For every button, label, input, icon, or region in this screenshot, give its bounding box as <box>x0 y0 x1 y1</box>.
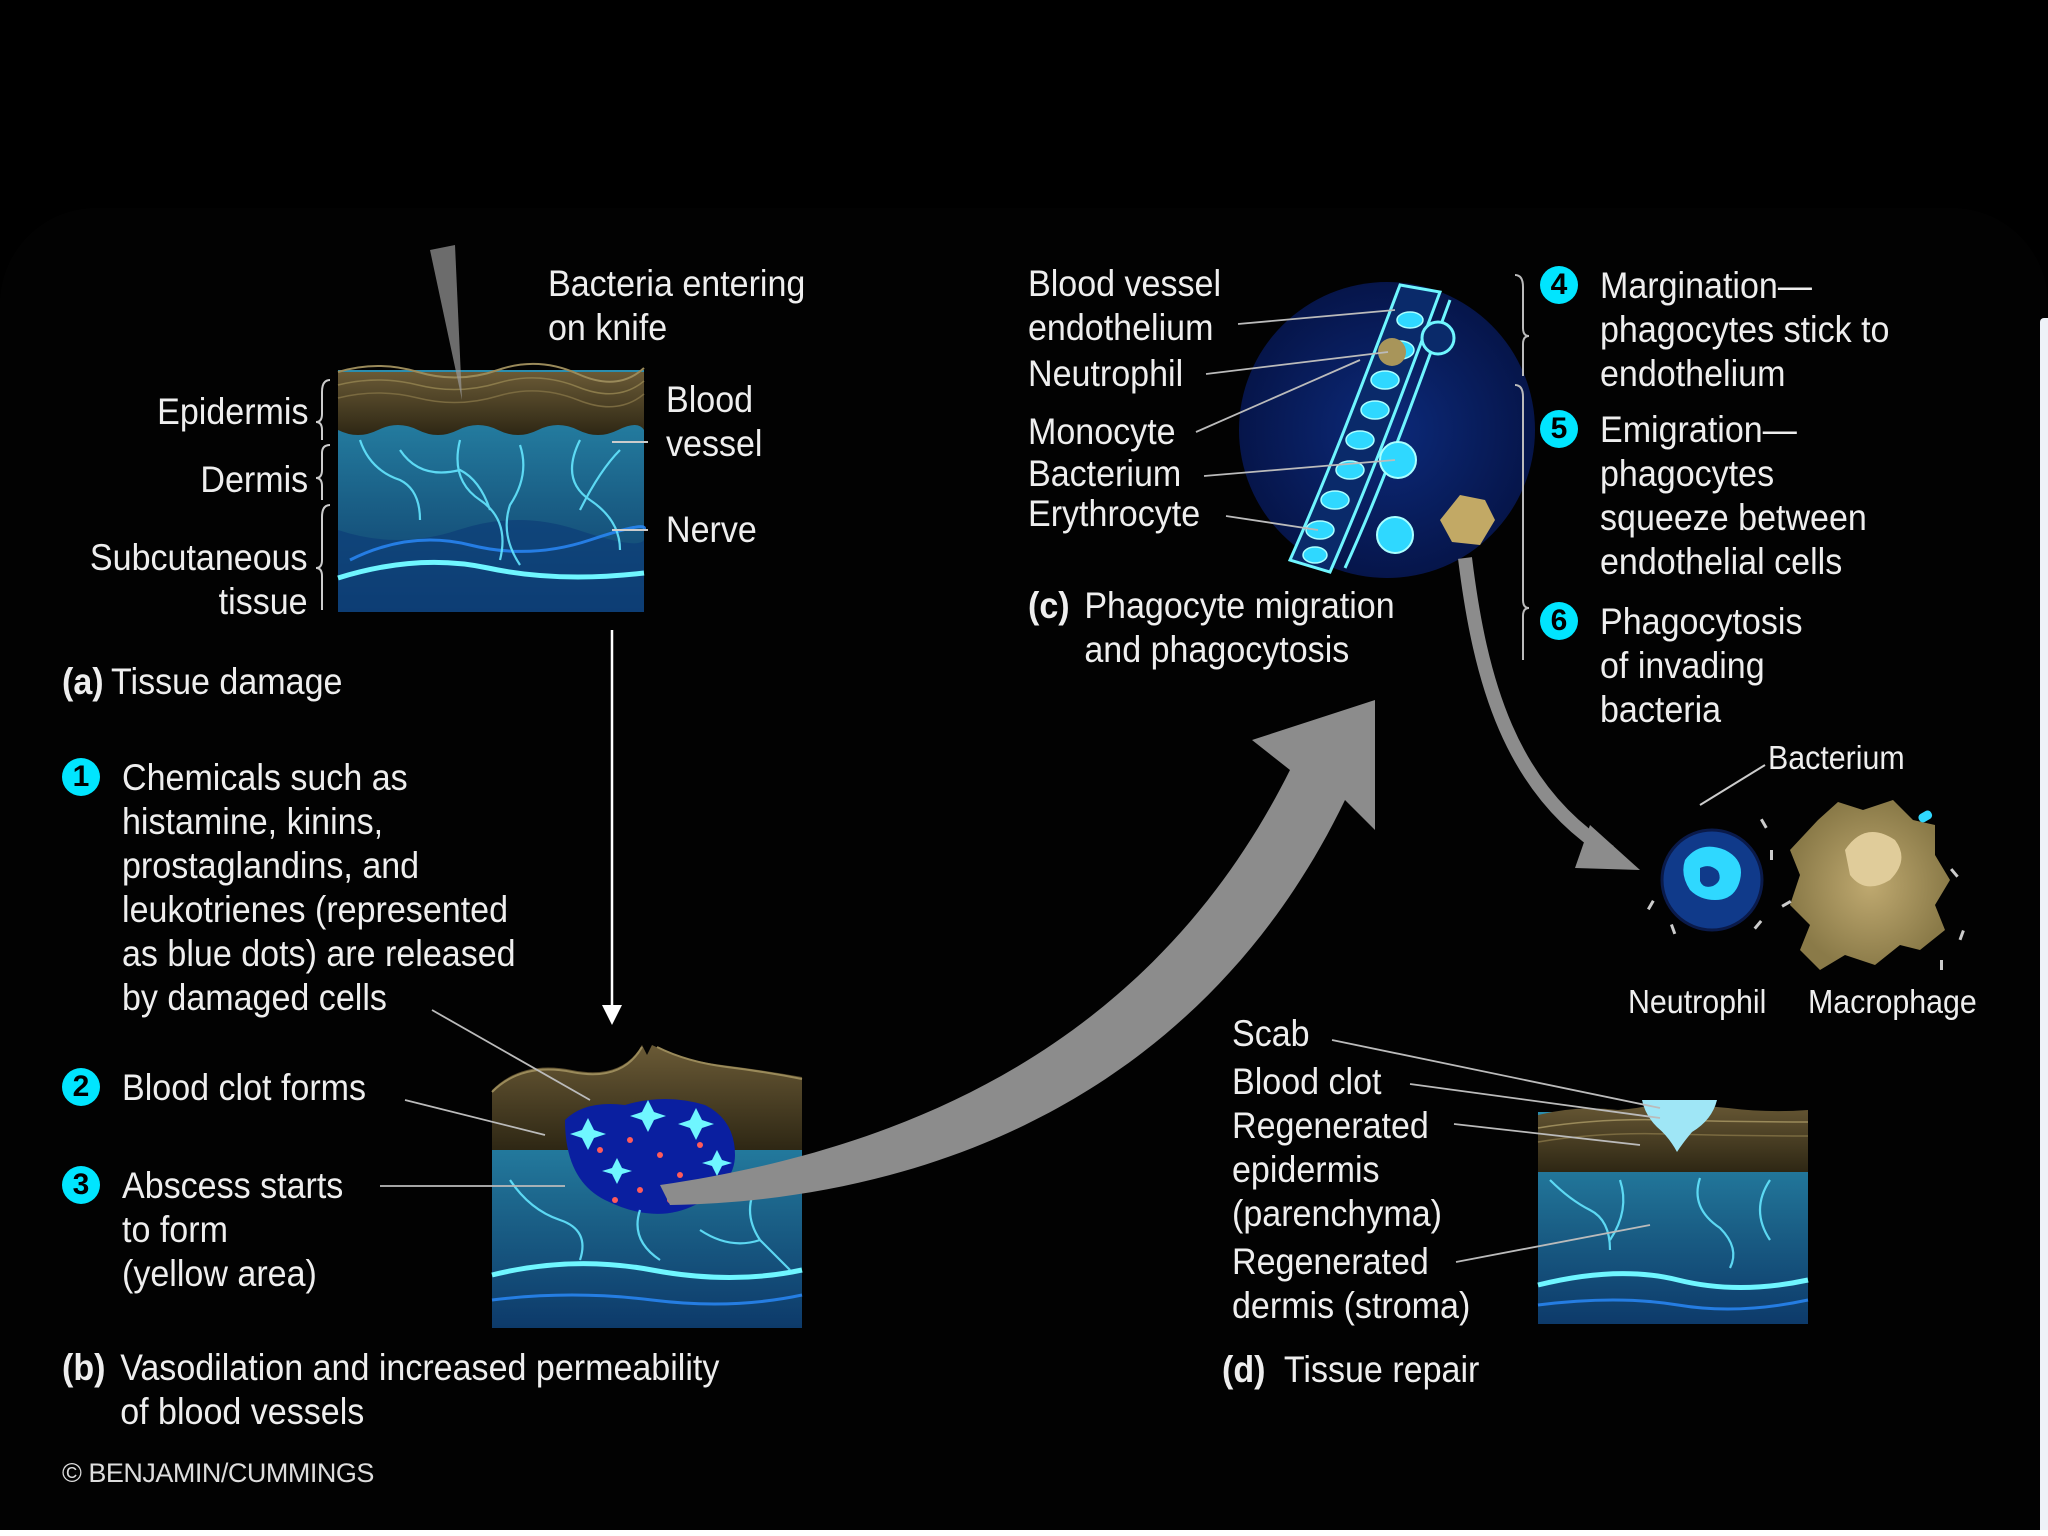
blood-clot-label: Blood clot <box>1232 1061 1382 1102</box>
step-number-6: 6 <box>1540 602 1578 640</box>
step-6: 6 Phagocytosis of invading bacteria <box>1540 600 1820 732</box>
knife-icon <box>430 245 462 400</box>
monocyte-label: Monocyte <box>1028 411 1176 452</box>
step-number-1: 1 <box>62 758 100 796</box>
step-3: 3 Abscess starts to form (yellow area) <box>62 1164 363 1296</box>
step-number-2: 2 <box>62 1068 100 1106</box>
bacterium-label: Bacterium <box>1768 739 1905 776</box>
caption-b: (b)Vasodilation and increased permeabili… <box>62 1347 720 1432</box>
skin-block-a <box>337 245 647 612</box>
step-text-6: Phagocytosis of invading bacteria <box>1600 601 1803 730</box>
b-leader-lines <box>380 1009 591 1187</box>
slide-bottom-edge <box>0 1530 2048 1536</box>
neutrophil-label: Neutrophil <box>1628 983 1767 1020</box>
step-text-2: Blood clot forms <box>122 1067 367 1108</box>
step-number-3: 3 <box>62 1166 100 1204</box>
caption-c: (c)Phagocyte migration and phagocytosis <box>1028 585 1395 670</box>
chemical-dots <box>1647 818 1965 970</box>
step-text-1: Chemicals such as histamine, kinins, pro… <box>122 757 516 1018</box>
bacterium-vessel-label: Bacterium <box>1028 453 1182 494</box>
vessel-circle <box>1239 282 1535 578</box>
step-number-4: 4 <box>1540 266 1578 304</box>
epidermis-label: Epidermis <box>156 391 308 432</box>
erythrocyte-label: Erythrocyte <box>1028 493 1201 534</box>
scab-label: Scab <box>1232 1013 1310 1054</box>
step-number-5: 5 <box>1540 410 1578 448</box>
regenerated-epidermis-label: Regenerated epidermis (parenchyma) <box>1232 1105 1443 1234</box>
step-text-4: Margination— phagocytes stick to endothe… <box>1600 265 1890 394</box>
step-2: 2 Blood clot forms <box>62 1066 387 1110</box>
endothelium-label: Blood vessel endothelium <box>1028 263 1222 348</box>
nerve-label: Nerve <box>666 509 757 550</box>
neutrophil-icon <box>1660 828 1764 932</box>
step-text-3: Abscess starts to form (yellow area) <box>122 1165 344 1294</box>
subcutaneous-label: Subcutaneous tissue <box>90 537 308 622</box>
bacteria-entering-label: Bacteria entering on knife <box>548 263 806 348</box>
neutrophil-vessel-label: Neutrophil <box>1028 353 1184 394</box>
step-4: 4 Margination— phagocytes stick to endot… <box>1540 264 1915 396</box>
c-leader-lines <box>1195 309 1396 531</box>
layer-brackets <box>315 379 331 610</box>
copyright: © BENJAMIN/CUMMINGS <box>62 1458 374 1488</box>
regenerated-dermis-label: Regenerated dermis (stroma) <box>1232 1241 1471 1326</box>
macrophage-label: Macrophage <box>1808 983 1977 1020</box>
macrophage-icon <box>1790 800 1950 970</box>
slide-edge <box>2040 318 2048 1536</box>
skin-block-d <box>1537 1100 1809 1324</box>
step-5: 5 Emigration— phagocytes squeeze between… <box>1540 408 1890 584</box>
step-text-5: Emigration— phagocytes squeeze between e… <box>1600 409 1867 582</box>
damaged-cells <box>570 1100 732 1184</box>
step-1: 1 Chemicals such as histamine, kinins, p… <box>62 756 550 1020</box>
dermis-label: Dermis <box>200 459 308 500</box>
caption-a: (a)Tissue damage <box>62 661 343 702</box>
big-arrow-b-to-c <box>660 700 1375 1205</box>
caption-d: (d)Tissue repair <box>1222 1349 1480 1390</box>
c-step-brackets <box>1514 274 1530 660</box>
d-leader-lines <box>1331 1039 1661 1263</box>
blood-vessel-label: Blood vessel <box>666 379 763 464</box>
